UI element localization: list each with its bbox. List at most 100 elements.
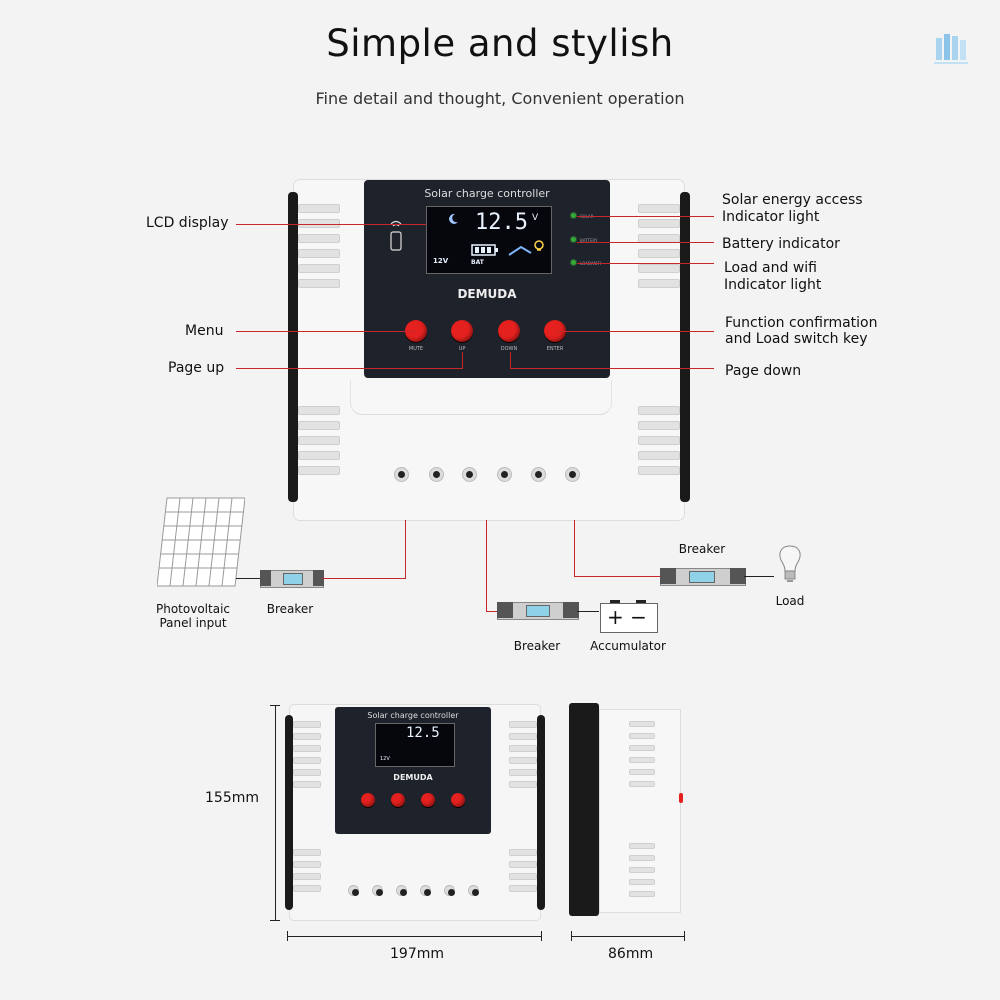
small-lcd-voltage: 12.5 (406, 725, 440, 741)
panel-title: Solar charge controller (424, 187, 550, 200)
load-red-wire (574, 576, 660, 577)
small-control-panel: Solar charge controller 12.5 12V DEMUDA (335, 707, 491, 834)
lcd-display-label: LCD display (146, 215, 229, 231)
battery-wire (577, 611, 599, 612)
mute-button[interactable] (405, 320, 427, 342)
light-bulb-icon (779, 545, 801, 582)
page-down-callout-vline (510, 352, 511, 369)
small-terminal-2 (372, 885, 383, 896)
small-terminal-1 (348, 885, 359, 896)
small-brand-name: DEMUDA (393, 773, 433, 782)
terminal-5 (531, 467, 546, 482)
function-callout-line (556, 331, 714, 332)
menu-callout-line (236, 331, 416, 332)
left-side-grip (288, 192, 298, 502)
moon-icon (449, 213, 458, 224)
width-dimension-line (287, 936, 542, 937)
terminal-2 (429, 467, 444, 482)
lcd-unit: V (532, 213, 539, 223)
pv-red-wire (322, 578, 406, 579)
page-down-callout-line (510, 368, 714, 369)
terminal-4 (497, 467, 512, 482)
depth-dim-tick-right (684, 931, 685, 941)
vent-group-top-left (298, 204, 340, 288)
down-button[interactable] (498, 320, 520, 342)
load-bulb-icon (508, 240, 544, 256)
down-button-label: DOWN (500, 346, 518, 352)
depth-dimension-line (571, 936, 685, 937)
lcd-bat-label: BAT (471, 259, 484, 266)
up-button[interactable] (451, 320, 473, 342)
side-vents-top (629, 721, 655, 787)
page-up-label: Page up (168, 360, 225, 376)
up-button-label: UP (458, 346, 466, 352)
height-dim-tick-bottom (270, 920, 280, 921)
small-terminal-5 (444, 885, 455, 896)
page-up-callout-line (236, 368, 463, 369)
width-dim-tick-right (541, 931, 542, 941)
terminal-3 (462, 467, 477, 482)
enter-button-label: ENTER (546, 346, 564, 352)
battery-breaker-label: Breaker (513, 639, 561, 653)
charge-controller-front-small: Solar charge controller 12.5 12V DEMUDA (285, 705, 545, 920)
charge-controller-side-view (569, 703, 683, 916)
pv-label-line2: Panel input (159, 616, 227, 630)
depth-dimension-label: 86mm (608, 946, 654, 962)
solar-callout-line (577, 216, 714, 217)
solar-indicator-light (571, 213, 576, 218)
small-terminal-6 (468, 885, 479, 896)
right-side-grip (680, 192, 690, 502)
accumulator-symbols: + − (607, 605, 647, 629)
small-enter-button[interactable] (451, 793, 465, 807)
side-white-body (599, 709, 681, 913)
small-down-button[interactable] (421, 793, 435, 807)
load-callout-line (577, 263, 714, 264)
vent-group-bottom-right (638, 406, 680, 475)
load-breaker (660, 568, 746, 586)
width-dim-tick-left (287, 931, 288, 941)
pv-wire (236, 578, 260, 579)
function-label-line2: and Load switch key (725, 331, 868, 347)
small-vents-top-right (509, 721, 537, 788)
small-up-button[interactable] (391, 793, 405, 807)
small-left-grip (285, 715, 293, 910)
bezel-shadow (350, 380, 612, 415)
brand-logo-icon (934, 34, 968, 64)
battery-callout-line (577, 242, 714, 243)
load-wifi-label-line2: Indicator light (724, 277, 822, 293)
page-subtitle: Fine detail and thought, Convenient oper… (315, 89, 685, 108)
terminal-1 (394, 467, 409, 482)
mute-button-label: MUTE (408, 346, 424, 352)
small-mute-button[interactable] (361, 793, 375, 807)
small-vents-top-left (293, 721, 321, 788)
load-wifi-label-line1: Load and wifi (724, 260, 817, 276)
load-wifi-indicator-light (571, 260, 576, 265)
solar-panel-icon (157, 497, 245, 587)
load-breaker-label: Breaker (678, 542, 726, 556)
page-title: Simple and stylish (326, 22, 674, 65)
height-dimension-label: 155mm (205, 790, 259, 806)
height-dimension-line (275, 705, 276, 920)
load-wire (744, 576, 774, 577)
menu-label: Menu (185, 323, 224, 339)
side-black-shell (569, 703, 599, 916)
battery-indicator-callout-label: Battery indicator (722, 236, 840, 252)
lcd-callout-line (236, 224, 426, 225)
small-terminal-3 (396, 885, 407, 896)
small-lcd-system: 12V (380, 756, 390, 762)
enter-button[interactable] (544, 320, 566, 342)
pv-label-line1: Photovoltaic (156, 602, 230, 616)
small-terminal-4 (420, 885, 431, 896)
battery-red-wire-vertical (486, 520, 487, 612)
pv-red-wire-vertical (405, 520, 406, 579)
lcd-voltage: 12.5 (475, 210, 528, 235)
brand-name: DEMUDA (457, 287, 517, 301)
width-dimension-label: 197mm (390, 946, 444, 962)
battery-icon (471, 244, 498, 256)
side-red-button (679, 793, 683, 803)
battery-red-wire (486, 611, 498, 612)
lcd-system-voltage: 12V (433, 257, 449, 265)
small-vents-bottom-left (293, 849, 321, 892)
terminal-6 (565, 467, 580, 482)
small-vents-bottom-right (509, 849, 537, 892)
